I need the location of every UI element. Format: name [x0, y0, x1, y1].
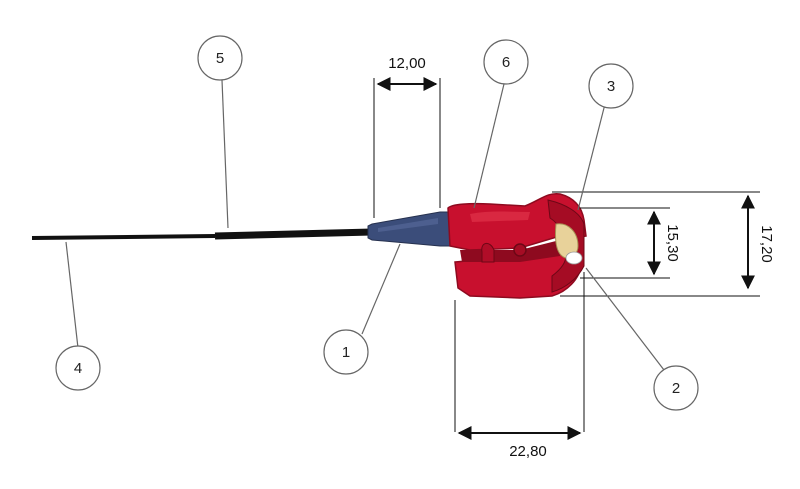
clip-body [447, 192, 587, 299]
cable-thin-section [31, 234, 216, 240]
callout-4: 4 [55, 345, 101, 391]
dimension-label-22: 22,80 [509, 443, 547, 460]
dimension-label-17: 17,20 [758, 225, 775, 263]
callout-1: 1 [323, 329, 369, 375]
cable [31, 228, 373, 240]
callout-2: 2 [653, 365, 699, 411]
strain-relief-boot [367, 211, 456, 247]
dimension-jaw-inner: 15,30 [580, 207, 681, 279]
pivot-rivet [513, 243, 527, 257]
dimension-probe-tip-length: 12,00 [373, 55, 441, 218]
callout-6: 6 [483, 39, 529, 85]
callout-3: 3 [588, 63, 634, 109]
svg-text:4: 4 [74, 360, 82, 377]
dimension-clip-length: 22,80 [454, 272, 585, 460]
svg-text:1: 1 [342, 344, 350, 361]
svg-text:3: 3 [607, 78, 615, 95]
callout-leaders [65, 79, 665, 371]
callout-5: 5 [197, 35, 243, 81]
cable-thick-section [214, 228, 373, 240]
svg-text:2: 2 [672, 380, 680, 397]
svg-text:5: 5 [216, 50, 224, 67]
svg-text:6: 6 [502, 54, 510, 71]
dimension-label-15: 15,30 [664, 224, 681, 262]
dimension-jaw-outer: 17,20 [552, 191, 775, 297]
dimension-label-12: 12,00 [388, 55, 426, 72]
